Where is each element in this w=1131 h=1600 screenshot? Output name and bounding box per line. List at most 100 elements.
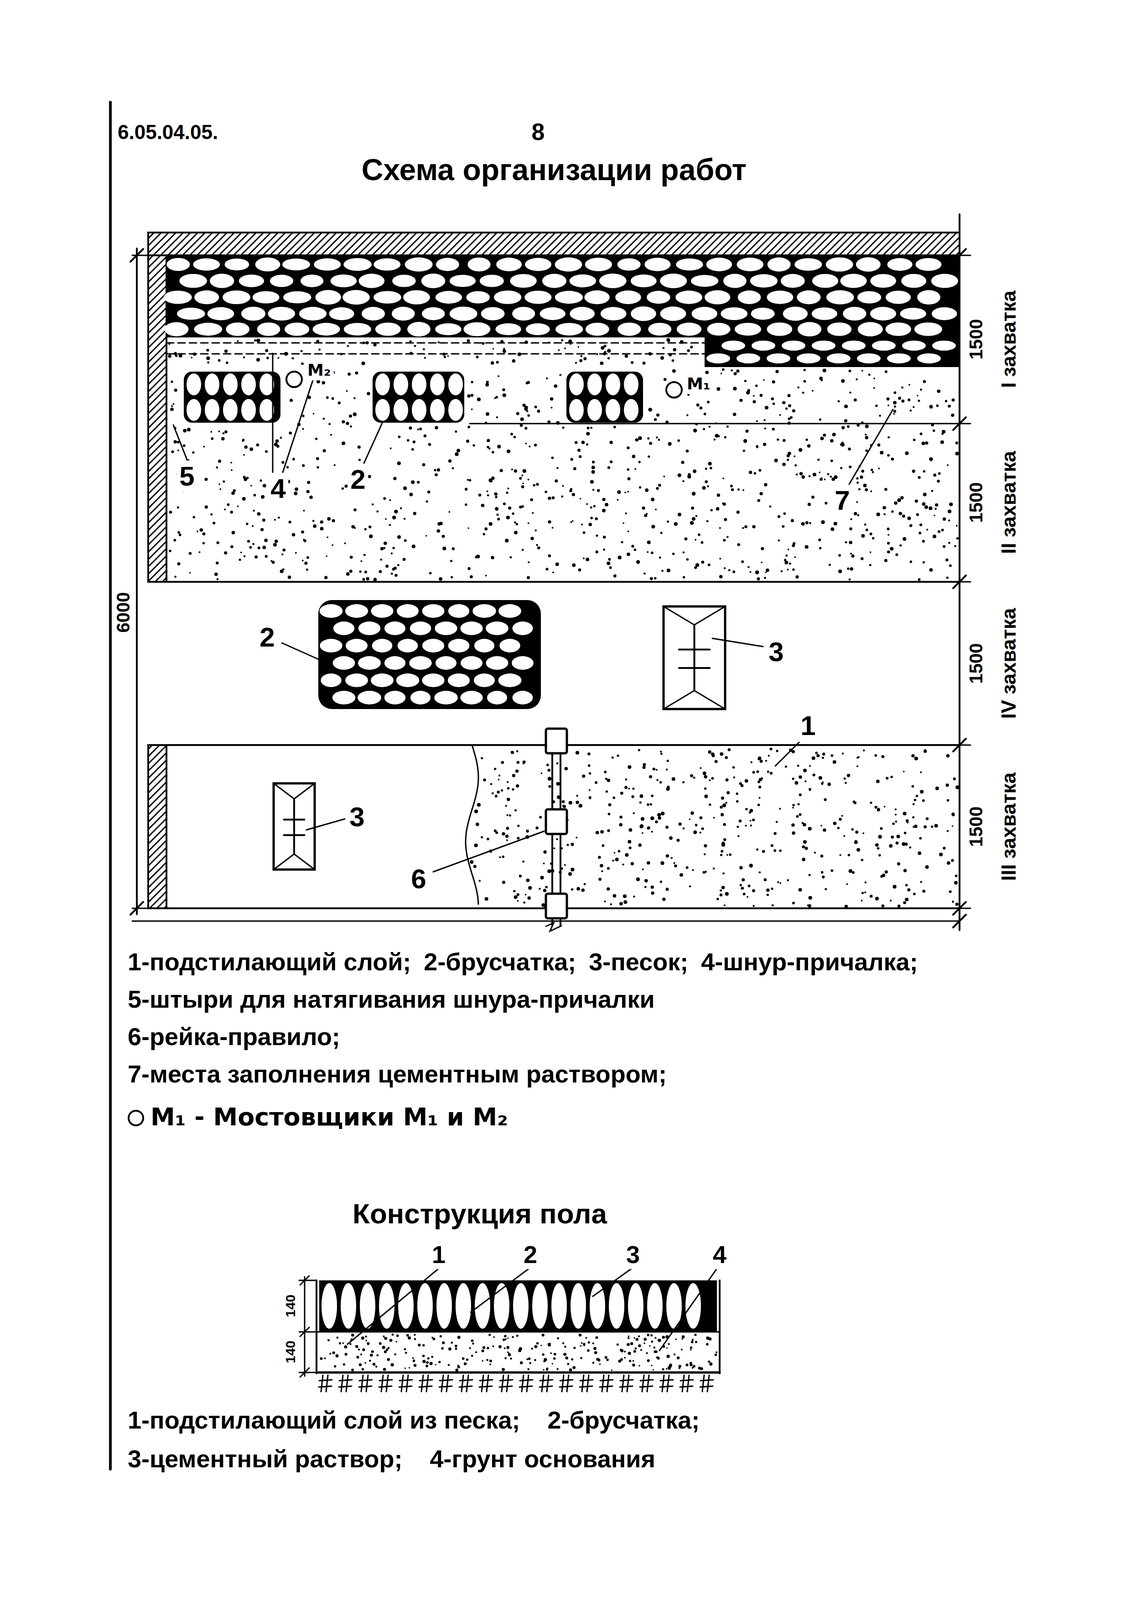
sand-dot <box>549 397 554 401</box>
sand-dot <box>802 845 806 849</box>
sand-dot <box>786 568 789 571</box>
box-line <box>273 854 295 870</box>
sand-dot <box>673 862 676 865</box>
sand-dot <box>358 458 361 462</box>
paving-stone <box>917 353 941 364</box>
sand-dot <box>791 544 795 548</box>
paving-stone <box>826 290 855 305</box>
dimension-tick <box>130 249 144 262</box>
paving-stone <box>675 258 703 271</box>
plan-illustration <box>110 102 971 1470</box>
sand-dot <box>838 554 841 557</box>
sand-dot <box>243 356 245 359</box>
paving-stone <box>487 690 508 705</box>
sand-dot <box>611 756 614 759</box>
sand-dot <box>491 451 495 454</box>
paving-stone <box>931 274 959 289</box>
sand-dot <box>792 777 795 780</box>
sand-dot <box>321 381 326 385</box>
sand-dot <box>659 880 663 883</box>
sand-dot <box>413 511 417 515</box>
sand-dot <box>942 517 946 521</box>
sand-dot <box>820 871 824 874</box>
sand-dot <box>485 412 490 416</box>
sand-dot <box>738 819 742 823</box>
sand-dot <box>252 543 255 546</box>
sand-dot <box>795 575 799 579</box>
sand-dot <box>199 528 204 532</box>
sand-dot <box>700 767 702 769</box>
sand-dot <box>501 761 505 765</box>
sand-dot <box>515 523 519 526</box>
sand-dot <box>592 488 595 492</box>
sand-dot <box>306 490 310 494</box>
sand-dot <box>640 1349 643 1352</box>
sand-dot <box>703 844 707 848</box>
sand-dot <box>511 468 514 471</box>
sand-dot <box>466 478 469 481</box>
sand-dot <box>552 571 555 574</box>
sand-dot <box>525 878 530 883</box>
sand-dot <box>330 434 333 436</box>
sand-dot <box>905 884 908 887</box>
sand-dot <box>660 861 665 866</box>
sand-dot <box>303 539 307 543</box>
sand-dot <box>410 480 415 485</box>
sand-dot <box>288 431 292 435</box>
sand-dot <box>316 379 321 384</box>
sand-dot <box>689 885 691 888</box>
paving-stone <box>509 274 537 288</box>
sand-dot <box>519 1361 523 1365</box>
sand-dot <box>247 539 250 543</box>
sand-dot <box>923 470 926 473</box>
sand-dot <box>758 871 762 874</box>
sand-dot <box>474 809 478 814</box>
sand-dot <box>812 472 817 477</box>
sand-dot <box>639 794 644 799</box>
sand-dot <box>695 563 700 567</box>
sand-dot <box>591 460 595 464</box>
sand-dot <box>397 461 401 466</box>
paving-stone <box>448 638 470 653</box>
sand-dot <box>438 577 443 582</box>
sand-dot <box>620 791 624 795</box>
sand-dot <box>727 748 732 752</box>
sand-dot <box>808 904 812 908</box>
sand-dot <box>902 514 906 519</box>
sand-fill <box>469 747 960 908</box>
sand-dot <box>638 843 642 847</box>
sand-dot <box>430 1355 434 1359</box>
sand-dot <box>360 560 363 563</box>
sand-dot <box>607 778 611 783</box>
sand-dot <box>631 544 634 548</box>
sand-dot <box>928 506 933 511</box>
sand-dot <box>682 827 685 831</box>
paving-stone <box>917 290 941 305</box>
sand-dot <box>502 349 507 353</box>
sand-dot <box>861 469 865 473</box>
sand-dot <box>182 429 187 433</box>
sand-dot <box>188 551 192 555</box>
paving-stone <box>690 274 719 287</box>
sand-dot <box>888 844 893 848</box>
sand-dot <box>243 476 246 479</box>
paving-stone <box>885 322 912 337</box>
paving-stone <box>811 340 836 351</box>
sand-dot <box>632 1364 636 1368</box>
sand-dot <box>587 752 591 756</box>
sand-dot <box>403 518 406 521</box>
sand-dot <box>545 377 548 380</box>
sand-dot <box>766 888 770 893</box>
sand-dot <box>322 417 326 421</box>
sand-dot <box>785 407 788 410</box>
sand-dot <box>814 851 816 854</box>
sand-dot <box>870 490 872 493</box>
sand-dot <box>675 1338 678 1341</box>
sand-dot <box>348 414 353 418</box>
sand-dot <box>840 441 844 445</box>
sand-dot <box>474 843 478 848</box>
sand-dot <box>541 903 545 908</box>
sand-dot <box>368 525 372 529</box>
sand-dot <box>591 465 596 470</box>
sand-dot <box>469 575 473 579</box>
